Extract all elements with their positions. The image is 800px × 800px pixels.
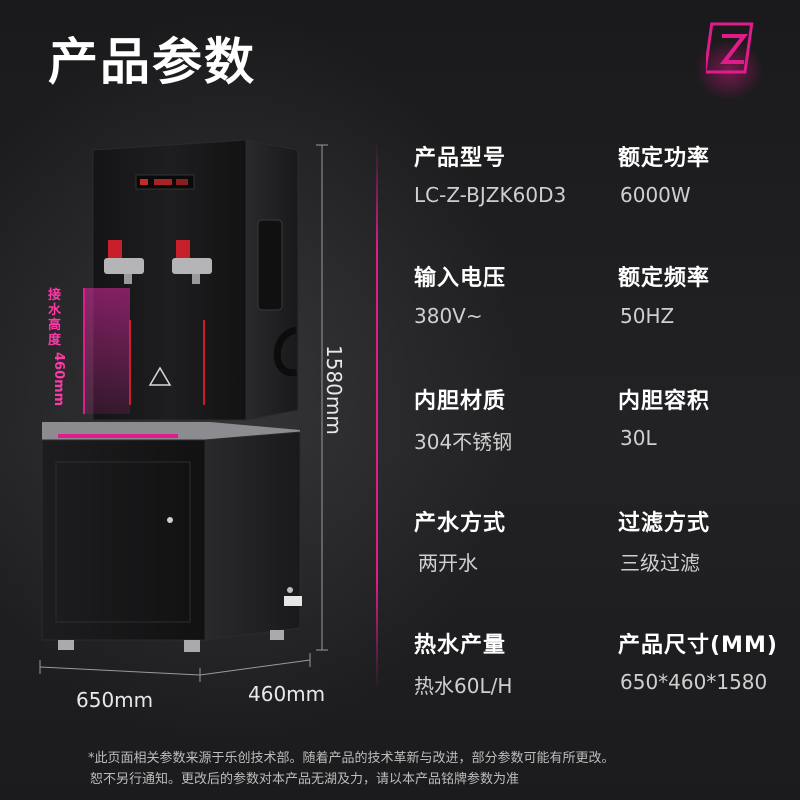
spec-value-filter-mode: 三级过滤 xyxy=(620,551,700,575)
tap-height-label: 接水高度 460mm xyxy=(48,288,72,406)
divider-line xyxy=(376,140,378,690)
footnote-line-1: *此页面相关参数来源于乐创技术部。随着产品的技术革新与改进，部分参数可能有所更改… xyxy=(88,751,615,766)
width-dimension: 650mm xyxy=(76,688,154,712)
spec-label-power: 额定功率 xyxy=(618,146,711,171)
logo-glow xyxy=(684,30,774,110)
tap-height-label-text: 接水高度 xyxy=(48,288,62,348)
height-dimension: 1580mm xyxy=(322,345,346,435)
spec-label-liner-volume: 内胆容积 xyxy=(618,389,711,414)
spec-value-size: 650*460*1580 xyxy=(620,670,768,694)
spec-value-liner-volume: 30L xyxy=(620,426,657,450)
spec-value-liner-material: 304不锈钢 xyxy=(414,430,513,454)
spec-label-model: 产品型号 xyxy=(414,146,507,171)
spec-value-water-mode: 两开水 xyxy=(418,551,478,575)
spec-value-frequency: 50HZ xyxy=(620,304,675,328)
spec-value-model: LC-Z-BJZK60D3 xyxy=(414,183,567,207)
footnote-line-2: 恕不另行通知。更改后的参数对本产品无湖及力，请以本产品铭牌参数为准 xyxy=(90,772,520,787)
spec-value-power: 6000W xyxy=(620,183,691,207)
spec-value-voltage: 380V~ xyxy=(414,304,483,328)
spec-label-hot-water-output: 热水产量 xyxy=(414,633,507,658)
brand-logo-icon xyxy=(706,22,754,74)
page-title: 产品参数 xyxy=(48,33,256,91)
spec-label-size: 产品尺寸(MM) xyxy=(618,633,778,658)
spec-label-voltage: 输入电压 xyxy=(414,266,507,291)
depth-dimension: 460mm xyxy=(248,682,326,706)
spec-label-filter-mode: 过滤方式 xyxy=(618,511,711,536)
spec-label-liner-material: 内胆材质 xyxy=(414,389,507,414)
spec-label-water-mode: 产水方式 xyxy=(414,511,507,536)
spec-label-frequency: 额定频率 xyxy=(618,266,711,291)
tap-height-label-value: 460mm xyxy=(51,352,66,407)
spec-value-hot-water-output: 热水60L/H xyxy=(414,674,513,698)
